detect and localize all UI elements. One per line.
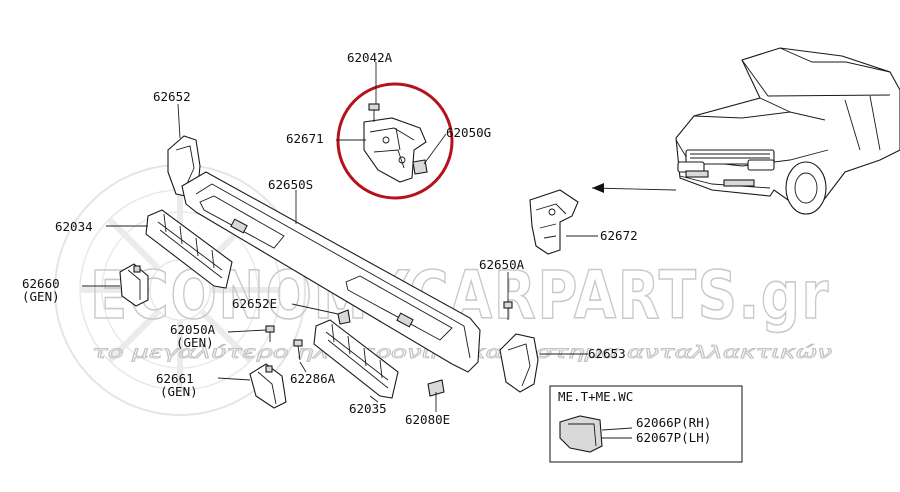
fastener-62050A [265,325,275,342]
inset-part-lh: 62067P(LH) [636,430,711,445]
part-62650S-bumper [181,171,481,373]
label-62050A: 62050A [170,322,216,337]
label-62286A: 62286A [290,371,336,386]
inset-part-rh: 62066P(RH) [636,415,711,430]
part-62034-grille [145,209,233,289]
fastener-62050G [412,159,428,175]
inset-box: ME.T+ME.WC 62066P(RH) 62067P(LH) [549,385,743,463]
label-62652E: 62652E [232,296,277,311]
label-62050G: 62050G [446,125,491,140]
label-62042A: 62042A [347,50,393,65]
leader-lines [82,62,598,412]
label-62650S: 62650S [268,177,313,192]
label-62660-gen: (GEN) [22,289,60,304]
label-62652: 62652 [153,89,191,104]
arrow-line [591,187,677,191]
label-62050A-gen: (GEN) [176,335,214,350]
label-62650A: 62650A [479,257,525,272]
inset-corner-part [559,415,603,453]
fastener-62652E [337,309,351,325]
fastener-62080E [427,379,445,402]
label-62671: 62671 [286,131,324,146]
part-62672-bracket [529,189,579,255]
label-62035: 62035 [349,401,387,416]
label-62653: 62653 [588,346,626,361]
label-62660: 62660 [22,276,60,291]
truck-illustration [675,47,900,215]
label-62034: 62034 [55,219,93,234]
label-62672: 62672 [600,228,638,243]
label-62080E: 62080E [405,412,450,427]
inset-title: ME.T+ME.WC [558,389,633,404]
fastener-62042A [368,103,380,122]
highlight-circle [336,82,454,200]
arrow-head [592,183,604,193]
part-62661-corner [249,363,287,409]
fastener-62286A [293,339,303,361]
part-62660-corner [119,263,149,307]
part-62653-end-cap [499,333,539,393]
label-62661-gen: (GEN) [160,384,198,399]
label-62661: 62661 [156,371,194,386]
part-62035-grille [313,319,399,399]
